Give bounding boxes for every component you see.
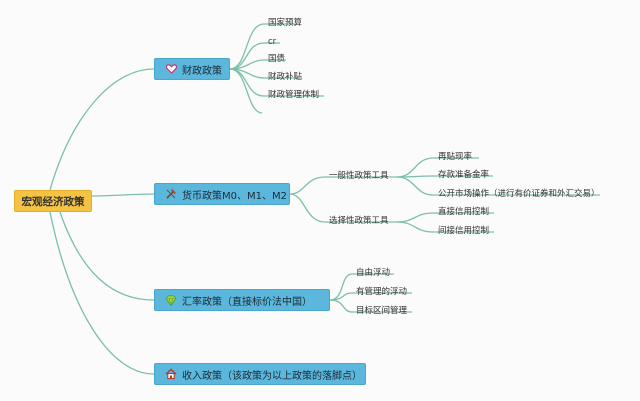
tools-icon bbox=[165, 188, 177, 200]
leaf-direct-credit[interactable]: 直接信用控制 bbox=[438, 207, 490, 217]
leaf-fiscal-subsidy[interactable]: 财政补贴 bbox=[268, 72, 303, 82]
branch-fiscal-policy[interactable]: 财政政策 bbox=[154, 58, 230, 80]
branch-exchange-rate-policy[interactable]: 汇率政策（直接标价法中国） bbox=[154, 289, 330, 311]
leaf-managed-float[interactable]: 有管理的浮动 bbox=[356, 287, 408, 297]
branch-label: 财政政策 bbox=[182, 65, 222, 77]
leaf-free-float[interactable]: 自由浮动 bbox=[356, 268, 391, 278]
heart-icon bbox=[165, 63, 177, 75]
leaf-fiscal-management[interactable]: 财政管理体制 bbox=[268, 90, 320, 100]
root-label: 宏观经济政策 bbox=[21, 195, 85, 208]
link-root-b2 bbox=[91, 193, 155, 197]
leaf-open-market[interactable]: 公开市场操作（进行有价证券和外汇交易） bbox=[438, 189, 600, 199]
leaf-cr[interactable]: cr bbox=[268, 37, 277, 47]
link-root-b4 bbox=[49, 211, 155, 375]
leaf-reserve-ratio[interactable]: 存款准备金率 bbox=[438, 170, 490, 180]
link-root-b1 bbox=[49, 68, 155, 191]
leaf-national-budget[interactable]: 国家预算 bbox=[268, 18, 303, 28]
branch-income-policy[interactable]: 收入政策（该政策为以上政策的落脚点） bbox=[154, 363, 366, 385]
root-node[interactable]: 宏观经济政策 bbox=[14, 190, 92, 212]
leaf-indirect-credit[interactable]: 间接信用控制 bbox=[438, 226, 490, 236]
branch-label: 汇率政策（直接标价法中国） bbox=[182, 296, 312, 308]
leaf-rediscount-rate[interactable]: 再贴现率 bbox=[438, 152, 473, 162]
gem-icon bbox=[165, 294, 177, 306]
home-icon bbox=[165, 368, 177, 380]
link-root-b3 bbox=[59, 211, 155, 301]
leaf-national-debt[interactable]: 国债 bbox=[268, 54, 286, 64]
group-selective-tools[interactable]: 选择性政策工具 bbox=[329, 216, 389, 226]
group-general-tools[interactable]: 一般性政策工具 bbox=[329, 171, 389, 181]
branch-monetary-policy[interactable]: 货币政策M0、M1、M2 bbox=[154, 183, 290, 205]
branch-label: 货币政策M0、M1、M2 bbox=[182, 190, 287, 202]
leaf-target-zone[interactable]: 目标区间管理 bbox=[356, 306, 408, 316]
branch-label: 收入政策（该政策为以上政策的落脚点） bbox=[182, 370, 362, 382]
